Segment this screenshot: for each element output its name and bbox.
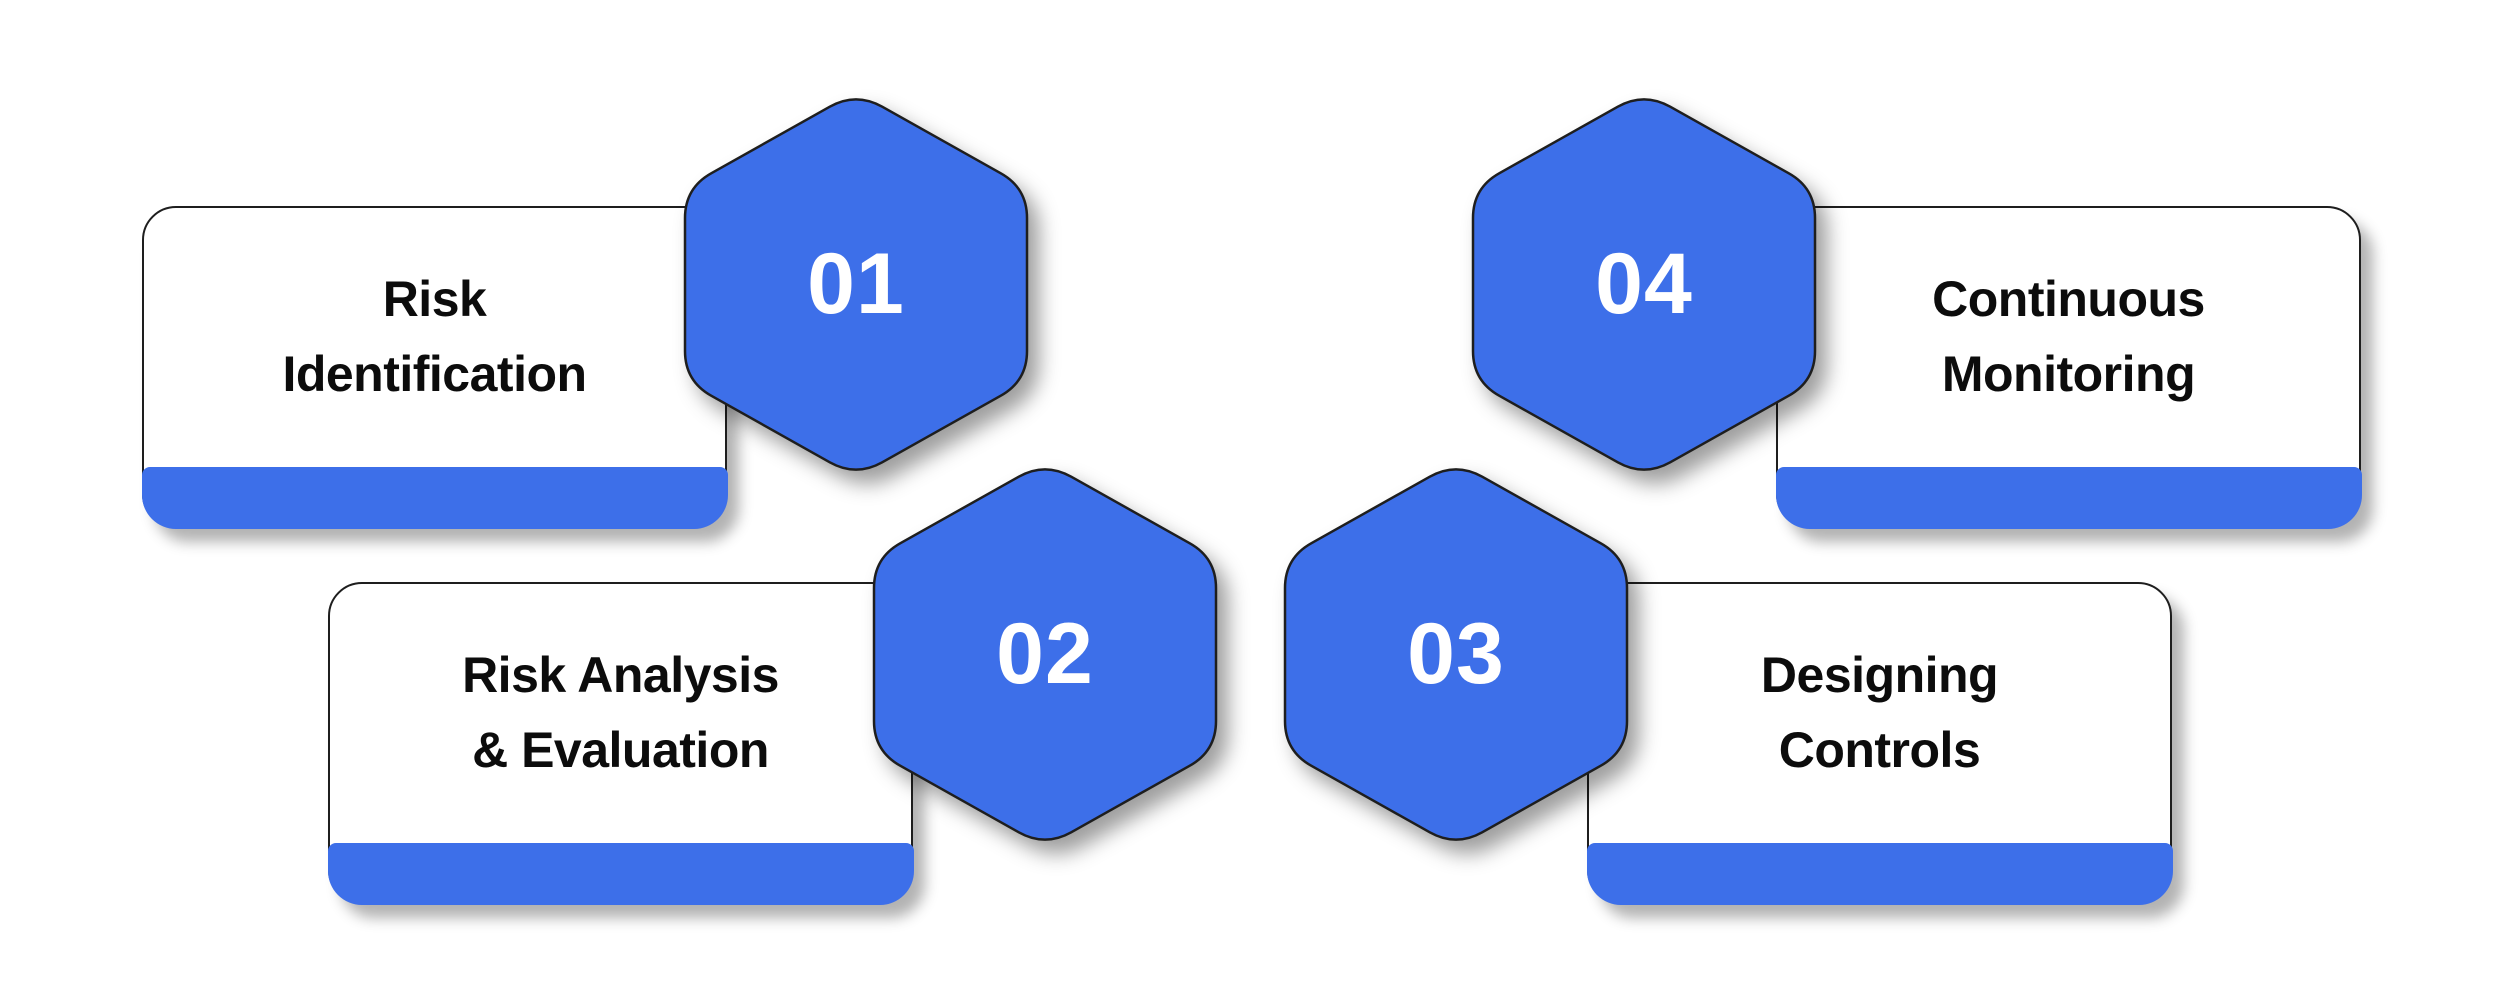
hexagon-icon — [683, 98, 1029, 471]
step-label-03-line1: Designing — [1760, 647, 1999, 703]
step-label-04-line1: Continuous — [1932, 271, 2205, 327]
step-number-02: 02 — [996, 606, 1094, 702]
hexagon-icon — [872, 468, 1218, 841]
step-label-04-line2: Monitoring — [1941, 346, 2196, 402]
step-label-04: Continuous Monitoring — [1778, 208, 2359, 466]
step-card-01-accent-bar — [141, 466, 728, 529]
step-card-02-accent-bar — [327, 842, 914, 905]
hexagon-badge-04: 04 — [1471, 92, 1817, 477]
step-label-02-line2: & Evaluation — [472, 722, 769, 778]
step-card-03: Designing Controls — [1586, 582, 2173, 905]
step-number-03: 03 — [1407, 606, 1505, 702]
step-card-03-accent-bar — [1586, 842, 2173, 905]
step-card-04-accent-bar — [1775, 466, 2362, 529]
step-card-02: Risk Analysis & Evaluation — [327, 582, 914, 905]
step-card-04: Continuous Monitoring — [1775, 206, 2362, 529]
step-label-03-line2: Controls — [1778, 722, 1981, 778]
step-label-01-line1: Risk — [382, 271, 487, 327]
step-number-01: 01 — [807, 236, 905, 332]
step-label-03: Designing Controls — [1589, 584, 2170, 842]
step-label-01-line2: Identification — [282, 346, 587, 402]
hexagon-icon — [1283, 468, 1629, 841]
hexagon-badge-03: 03 — [1283, 462, 1629, 847]
step-card-01: Risk Identification — [141, 206, 728, 529]
step-label-02-line1: Risk Analysis — [462, 647, 779, 703]
hexagon-badge-02: 02 — [872, 462, 1218, 847]
step-label-01: Risk Identification — [144, 208, 725, 466]
step-number-04: 04 — [1595, 236, 1693, 332]
hexagon-badge-01: 01 — [683, 92, 1029, 477]
step-label-02: Risk Analysis & Evaluation — [330, 584, 911, 842]
hexagon-icon — [1471, 98, 1817, 471]
